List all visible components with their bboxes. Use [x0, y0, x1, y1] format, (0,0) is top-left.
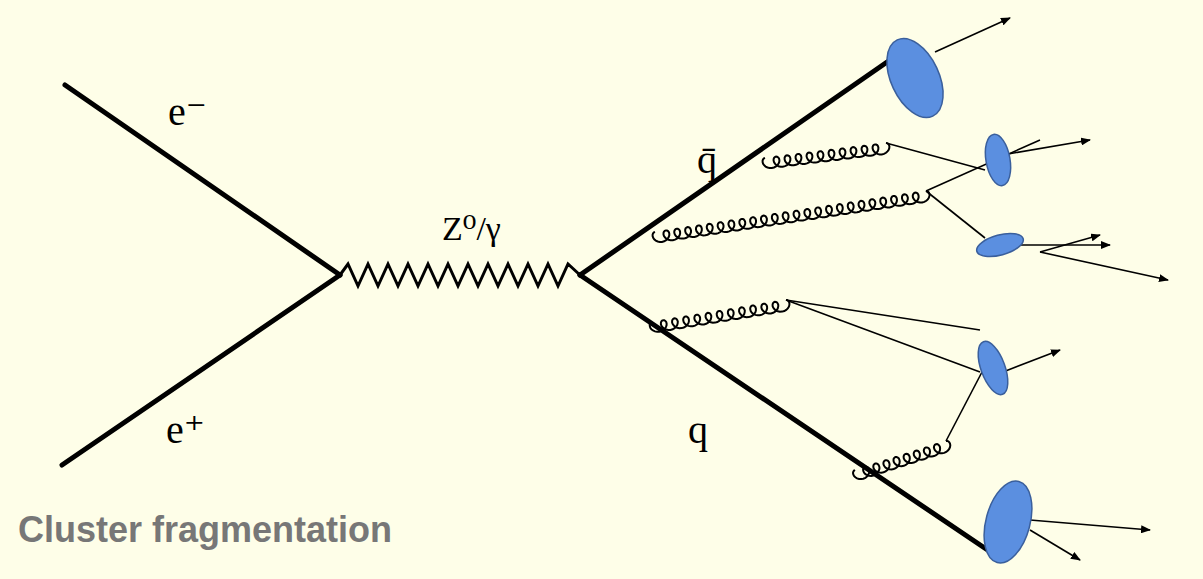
particle-label: e⁺	[166, 410, 205, 450]
hadron-clusters	[875, 30, 1040, 568]
gluon-coil	[853, 441, 950, 479]
particle-label: q̄	[697, 140, 717, 180]
gluon-coil	[653, 191, 930, 242]
caption-text: Cluster fragmentation	[18, 512, 392, 548]
particle-label: e⁻	[168, 92, 207, 132]
boson-label: Z⁰/γ	[442, 212, 501, 246]
outgoing-arrows	[935, 18, 1168, 560]
particle-label: q	[688, 410, 708, 450]
gluon-coil	[763, 143, 890, 168]
gluon-lines	[650, 143, 951, 479]
boson-zigzag	[340, 264, 580, 286]
fermion-lines	[62, 60, 995, 555]
gluon-coil	[650, 300, 790, 332]
